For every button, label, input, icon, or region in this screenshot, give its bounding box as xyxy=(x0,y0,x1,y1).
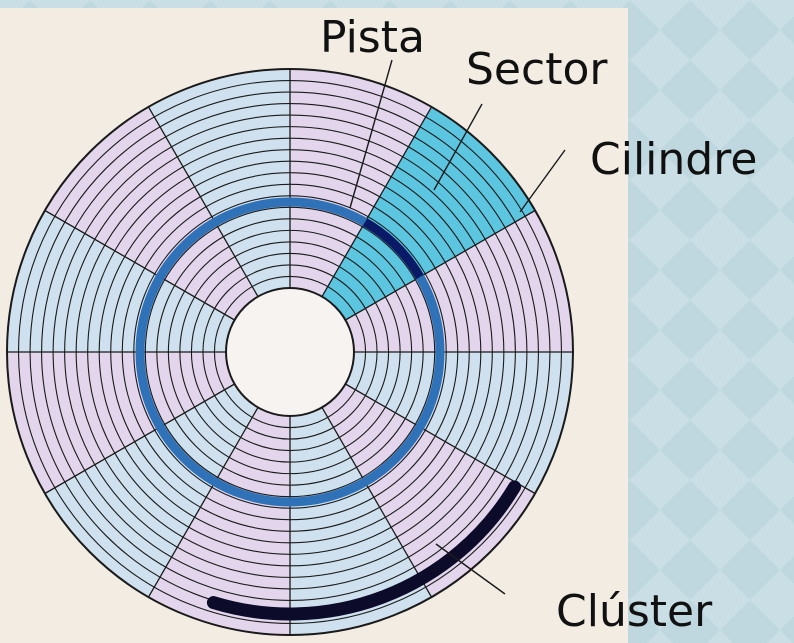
disk-outer-border xyxy=(6,68,574,636)
sector-line xyxy=(44,209,235,321)
sector-pointer xyxy=(433,103,483,191)
disk xyxy=(6,68,574,636)
sector-line xyxy=(147,106,259,297)
pista-pointer xyxy=(349,59,393,209)
sector-line xyxy=(147,407,259,598)
disk-sector xyxy=(148,407,290,635)
cluster-pointer xyxy=(435,543,506,595)
label-pista: Pista xyxy=(320,12,425,63)
sector-line xyxy=(321,106,433,297)
disk-sector xyxy=(7,352,235,494)
sector-line xyxy=(345,383,536,495)
cylinder-ring xyxy=(135,197,445,507)
disk-sector xyxy=(345,352,573,494)
sector-line xyxy=(345,209,536,321)
track-highlight xyxy=(362,218,424,280)
cluster-arc xyxy=(206,480,522,621)
disk-sector xyxy=(345,210,573,352)
label-cluster: Clúster xyxy=(556,586,713,637)
sector-line xyxy=(44,383,235,495)
disk-sector xyxy=(7,210,235,352)
disk-sector xyxy=(290,407,432,635)
sector-line xyxy=(321,407,433,598)
label-cilindre: Cilindre xyxy=(590,134,758,185)
disk-sector xyxy=(290,69,432,297)
disk-hub xyxy=(225,287,355,417)
cilindre-pointer xyxy=(519,149,566,213)
label-sector: Sector xyxy=(466,44,608,95)
pointer-lines xyxy=(349,59,566,595)
disk-sector xyxy=(148,69,290,297)
